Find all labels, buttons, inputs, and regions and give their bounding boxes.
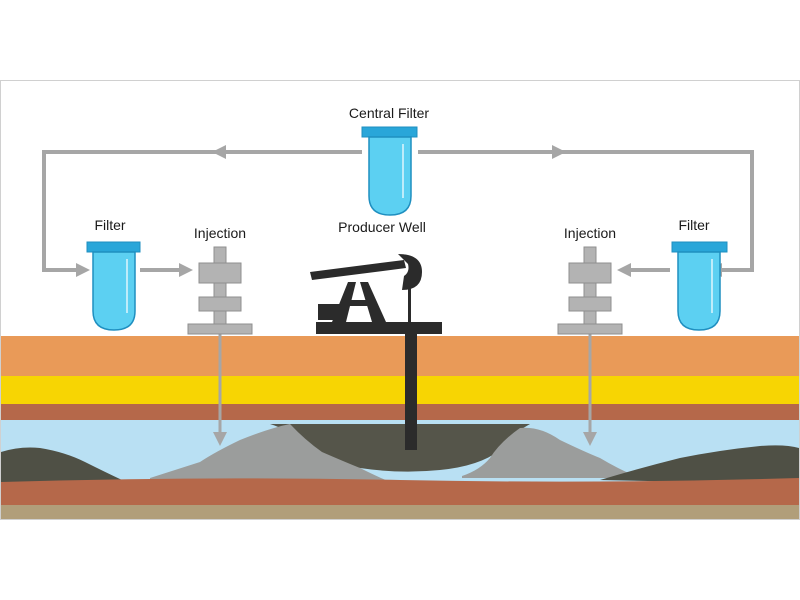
pump-jack-base [316,322,442,334]
rock-left-dark [1,447,122,484]
right-filter-body [677,251,721,331]
ground-layers [1,336,799,519]
brown-layer-upper [1,404,799,425]
yellow-layer [1,376,799,404]
right-filter [671,241,728,331]
left-wellhead-bottom-stem [213,310,227,325]
rock-left-grey [150,424,395,484]
brown-layer-lower [1,478,799,505]
left-filter-cap [86,241,141,253]
central-filter-body [368,136,412,216]
left-injection-wellhead [187,246,253,335]
right-filter-label: Filter [678,217,709,233]
arrow-into-right-injection-icon [617,263,631,277]
pump-jack-horse-head [398,254,422,290]
orange-layer [1,336,799,376]
left-injection-down-arrow-icon [213,432,227,446]
left-injection-label: Injection [194,225,246,241]
pump-jack-crossbar [342,300,376,306]
polished-rod [408,284,411,324]
right-filter-cap [671,241,728,253]
left-filter [86,241,141,331]
injection-pipes [218,334,592,436]
flow-line-left-loop [42,150,362,272]
producer-well-casing [405,334,417,450]
right-wellhead-mid-stem [583,282,597,298]
producer-well-label: Producer Well [338,219,426,235]
rock-right-dark [600,445,799,484]
left-filter-body [92,251,136,331]
rock-right-grey [462,427,640,478]
flow-lines [42,150,754,272]
right-injection-down-arrow-icon [583,432,597,446]
central-filter-label: Central Filter [349,105,429,121]
left-wellhead-top-stem [213,246,227,264]
arrow-right-icon [552,145,566,159]
left-filter-label: Filter [94,217,125,233]
central-filter [361,126,418,216]
pump-jack [310,254,442,450]
pump-jack-walking-beam [310,260,406,280]
arrow-left-icon [212,145,226,159]
pump-jack-counterweight [318,304,346,320]
right-wellhead-bottom-stem [583,310,597,325]
left-wellhead-lower-block [198,296,242,312]
arrow-into-left-injection-icon [179,263,193,277]
right-wellhead-upper-block [568,262,612,284]
tan-layer [1,505,799,519]
flow-line-right-loop [418,150,754,272]
right-injection-label: Injection [564,225,616,241]
right-wellhead-top-stem [583,246,597,264]
arrow-into-left-filter-icon [76,263,90,277]
injection-arrowheads [213,432,597,446]
left-wellhead-base [187,323,253,335]
right-wellhead-base [557,323,623,335]
central-filter-cap [361,126,418,138]
left-wellhead-mid-stem [213,282,227,298]
left-wellhead-upper-block [198,262,242,284]
right-injection-wellhead [557,246,623,335]
right-wellhead-lower-block [568,296,612,312]
